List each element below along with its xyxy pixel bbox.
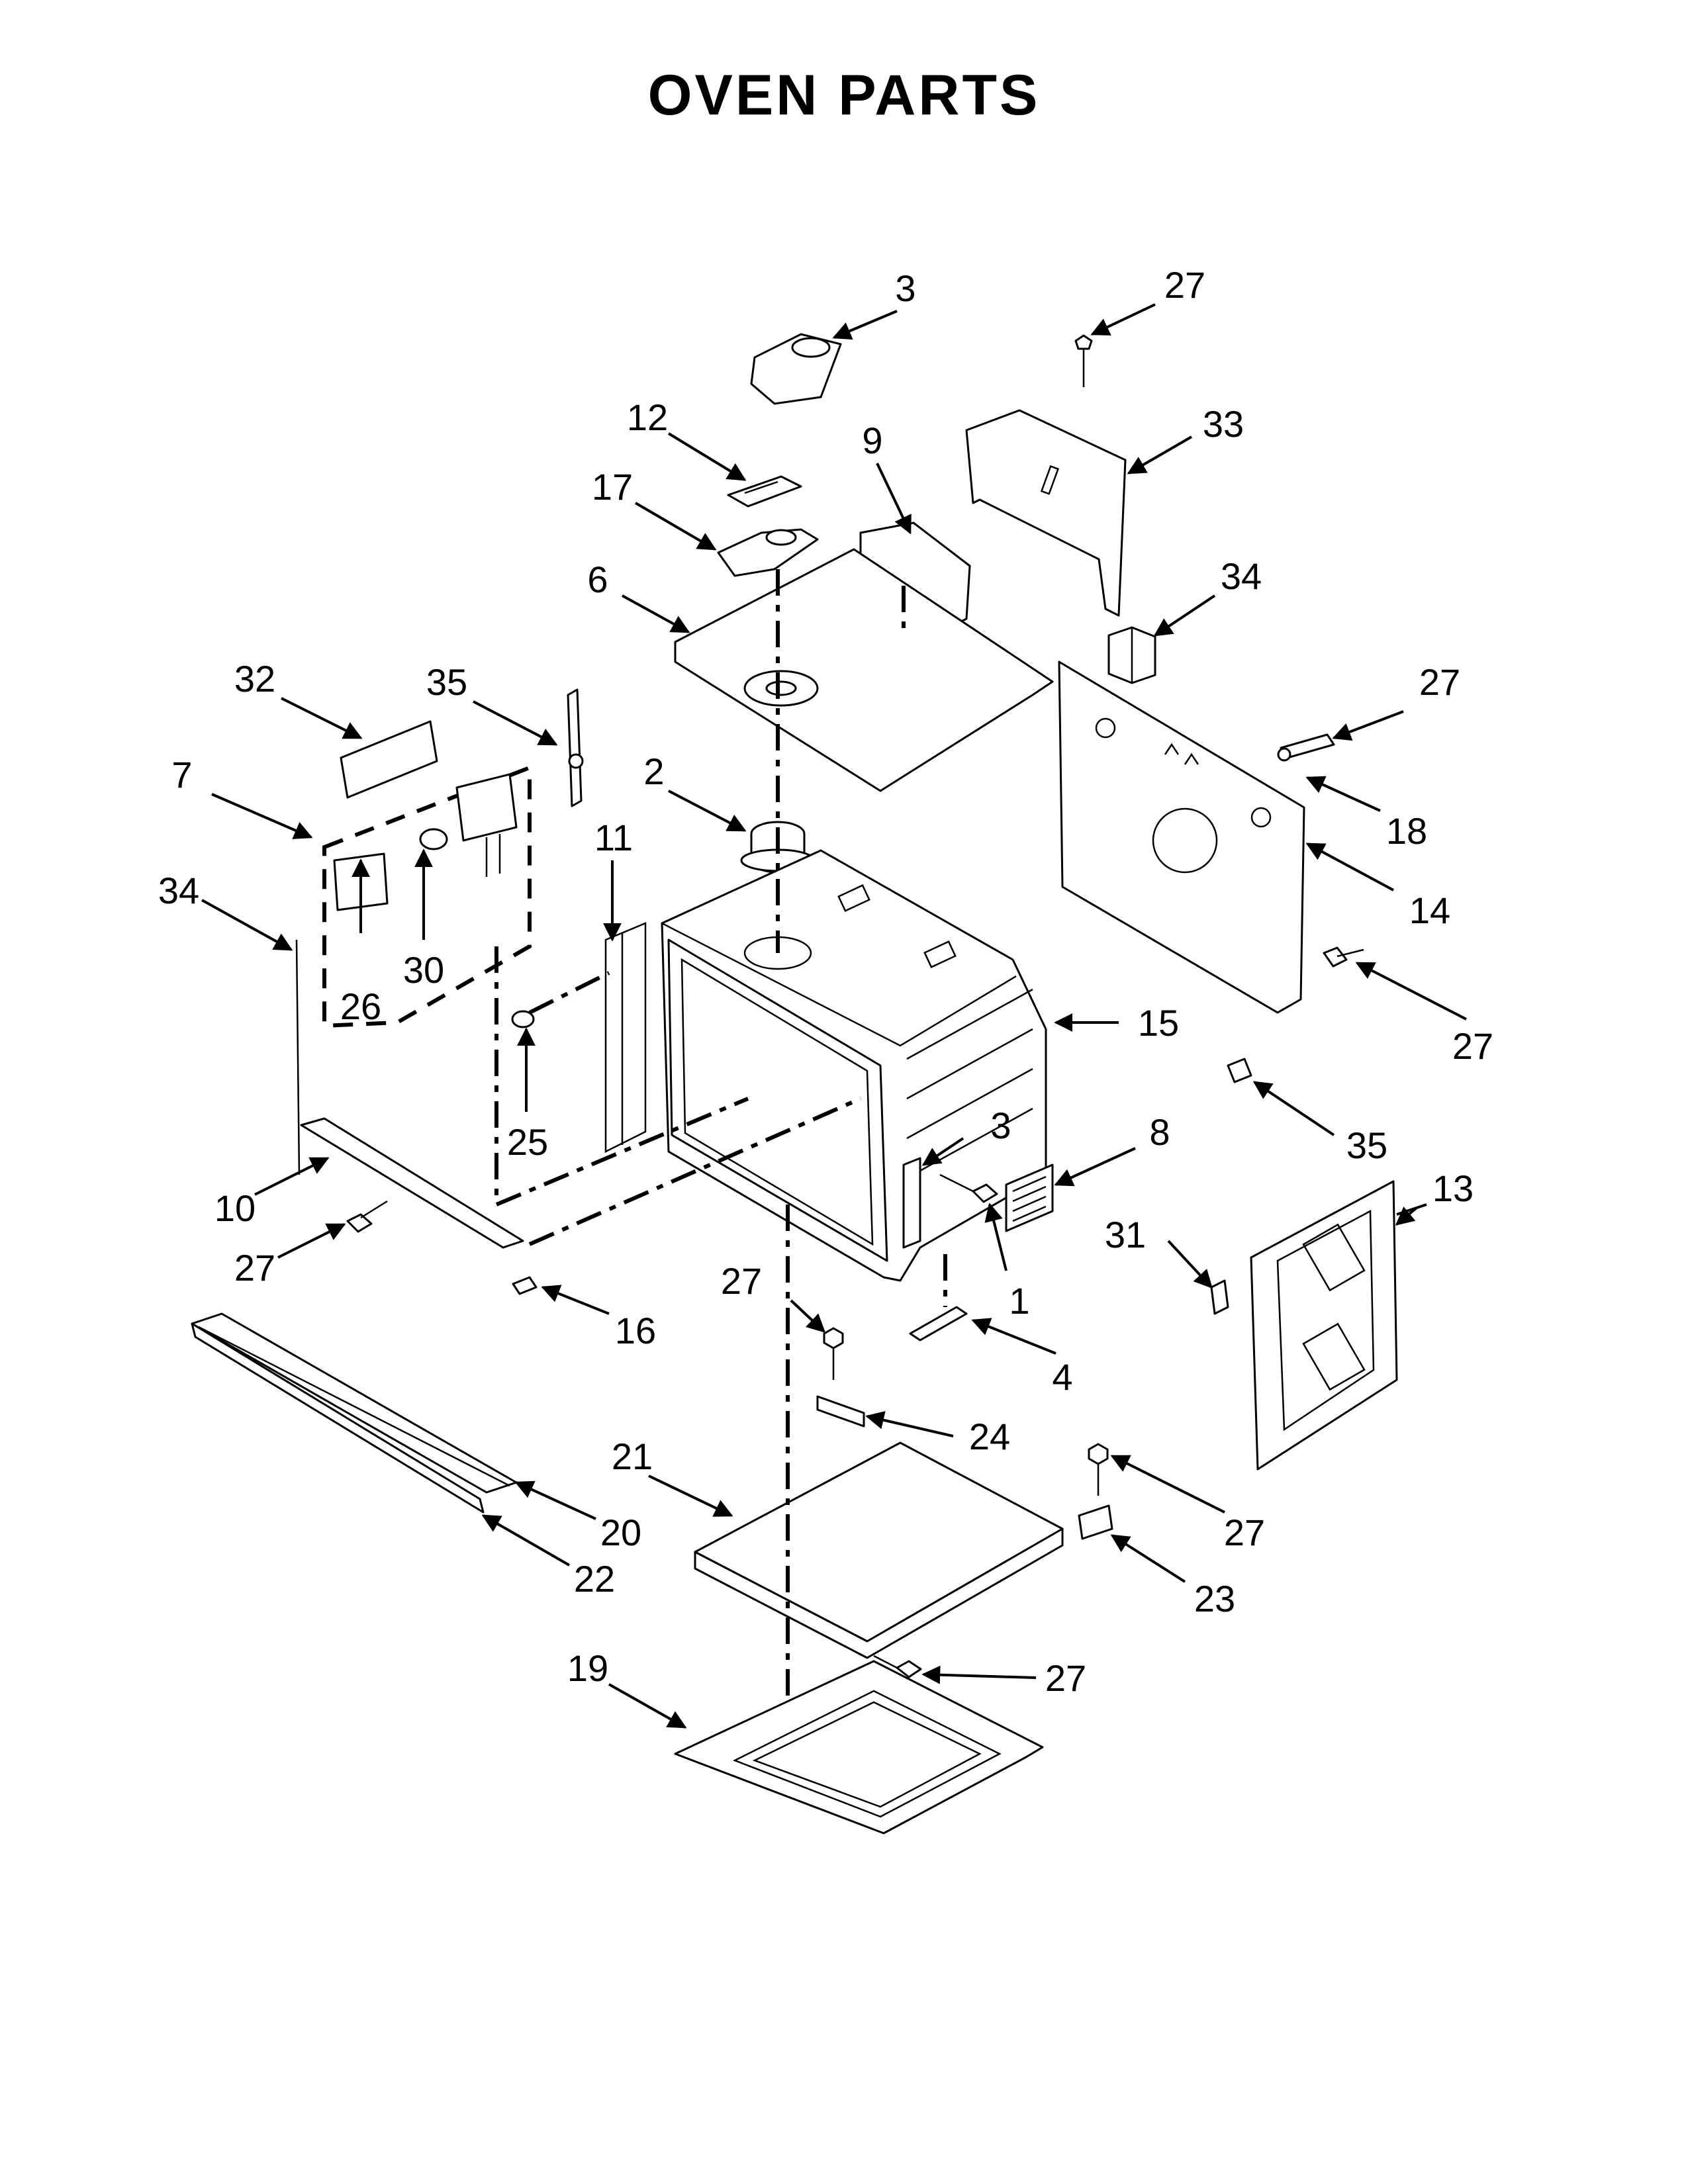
- callout-8: 8: [1149, 1111, 1170, 1153]
- part-12-bracket: [727, 475, 802, 508]
- callout-21: 21: [612, 1435, 653, 1477]
- part-33-rod: [295, 939, 301, 1175]
- screw-right-panel: [1323, 946, 1364, 968]
- part-30-clip: [1210, 1279, 1229, 1315]
- part-5-control: [750, 333, 842, 405]
- callout-14: 14: [1409, 889, 1450, 931]
- part-34-clip: [1227, 1058, 1252, 1083]
- part-18-sensor: [1277, 733, 1335, 762]
- part-14-back-panel: [1058, 660, 1305, 1014]
- assembly-line-left-cross-2: [528, 1097, 862, 1246]
- callout-4: 4: [1052, 1356, 1072, 1398]
- callout-27-right-top: 27: [1419, 661, 1460, 703]
- callout-9: 9: [862, 420, 882, 461]
- callout-35: 35: [426, 661, 467, 703]
- screw-right-bottom: [1088, 1443, 1109, 1496]
- part-29-panel: [340, 720, 438, 799]
- callout-19: 19: [567, 1647, 608, 1689]
- callout-27-top: 27: [1164, 264, 1205, 306]
- callout-27-right-low: 27: [1224, 1512, 1265, 1553]
- part-21-bottom-panel: [694, 1441, 1064, 1659]
- callout-5: 3: [895, 267, 915, 309]
- callout-33: 34: [158, 870, 199, 911]
- part-25-knob: [511, 1010, 535, 1028]
- part-20-rail: [191, 1312, 518, 1494]
- leader-arrows: [201, 303, 1467, 1729]
- screw-bottom: [873, 1655, 922, 1678]
- screw-left-bottom: [346, 1200, 388, 1233]
- part-22-trim: [191, 1322, 485, 1514]
- callout-23: 23: [1194, 1578, 1235, 1619]
- screw-center: [823, 1327, 844, 1380]
- callout-10: 10: [214, 1187, 256, 1229]
- part-1-fastener: [939, 1173, 998, 1203]
- callout-11: 11: [594, 817, 633, 858]
- callout-12: 12: [627, 396, 668, 438]
- callout-32: 34: [1221, 555, 1262, 597]
- callout-27-right-mid: 27: [1452, 1025, 1493, 1067]
- callout-30: 31: [1105, 1214, 1146, 1255]
- part-11-strip: [604, 922, 647, 1154]
- part-17-bracket: [717, 528, 819, 577]
- part-15-oven-cavity: [661, 849, 1047, 1282]
- callout-28: 30: [403, 949, 444, 991]
- callout-16: 16: [615, 1310, 656, 1351]
- part-3-bracket: [902, 1157, 921, 1249]
- callout-15: 15: [1138, 1002, 1179, 1044]
- part-24-bracket: [816, 1395, 865, 1428]
- callout-labels: 3 27 12 9 33 17 6 34 32 35 27 2 18 7 11 …: [158, 264, 1493, 1699]
- callout-2: 2: [643, 751, 664, 792]
- part-16-clip: [512, 1276, 538, 1295]
- callout-6: 6: [587, 559, 608, 600]
- part-32-box: [1107, 626, 1156, 684]
- part-19-base-pan: [674, 1660, 1044, 1835]
- callout-18: 18: [1386, 810, 1427, 852]
- screw-top-right: [1074, 334, 1093, 387]
- callout-31: 33: [1203, 403, 1244, 445]
- callout-20: 20: [600, 1512, 641, 1553]
- part-31-rear-panel: [965, 409, 1127, 617]
- part-23-bracket: [1078, 1504, 1113, 1540]
- assembly-line-knob: [528, 971, 610, 1015]
- callout-3: 3: [990, 1105, 1011, 1146]
- callout-13: 13: [1432, 1167, 1474, 1209]
- part-13-side-panel: [1250, 1180, 1398, 1471]
- callout-24: 24: [969, 1416, 1010, 1457]
- callout-22: 22: [574, 1558, 615, 1600]
- callout-27-left: 27: [234, 1247, 275, 1289]
- callout-25: 25: [507, 1121, 548, 1163]
- page-title: OVEN PARTS: [647, 64, 1041, 127]
- callout-29: 32: [234, 658, 275, 700]
- callout-26: 26: [340, 985, 381, 1027]
- part-4-bracket: [909, 1306, 968, 1342]
- part-10-strip: [300, 1117, 524, 1249]
- callout-27-center: 27: [721, 1260, 762, 1302]
- callout-17: 17: [592, 466, 633, 508]
- callout-1: 1: [1009, 1280, 1029, 1322]
- callout-7: 7: [171, 754, 192, 796]
- assembly-line-left-cross-1: [495, 1097, 749, 1206]
- callout-27-bottom: 27: [1045, 1657, 1086, 1699]
- part-35-hinge: [567, 688, 584, 807]
- part-6-top-panel: [674, 548, 1054, 792]
- part-8-vent: [1005, 1163, 1054, 1232]
- callout-34: 35: [1346, 1124, 1387, 1166]
